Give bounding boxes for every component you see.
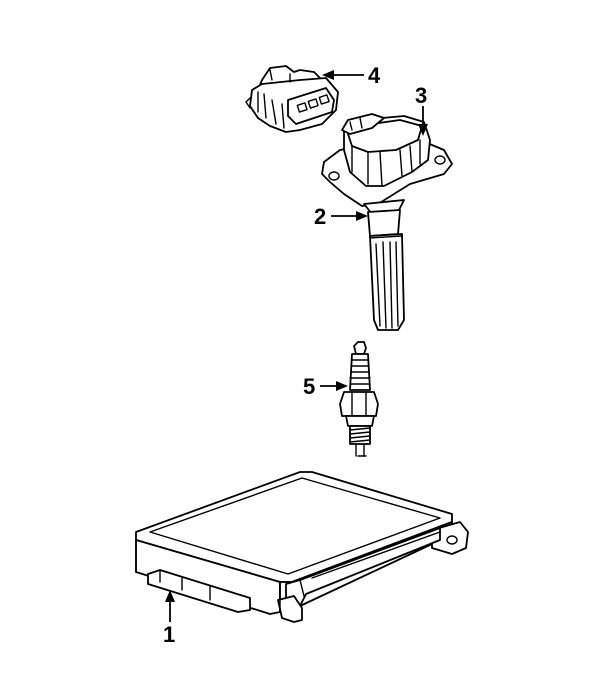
callout-1: 1 bbox=[163, 590, 175, 647]
callout-1-arrowhead bbox=[165, 590, 175, 602]
callout-1-label: 1 bbox=[163, 622, 175, 647]
callout-5-label: 5 bbox=[303, 374, 315, 399]
callout-2: 2 bbox=[314, 204, 368, 229]
part-4-connector bbox=[245, 65, 339, 133]
part-5-spark-plug bbox=[339, 341, 379, 457]
callout-4-arrowhead bbox=[322, 70, 334, 80]
part-3-ignition-coil-head bbox=[321, 113, 453, 207]
part-1-control-module bbox=[135, 471, 469, 623]
callout-4-label: 4 bbox=[368, 63, 381, 88]
callout-3-label: 3 bbox=[415, 83, 427, 108]
callout-4: 4 bbox=[322, 63, 381, 88]
callout-5: 5 bbox=[303, 374, 348, 399]
callout-5-arrowhead bbox=[336, 381, 348, 391]
callout-2-label: 2 bbox=[314, 204, 326, 229]
callout-3-arrowhead bbox=[418, 124, 428, 136]
callout-3: 3 bbox=[415, 83, 428, 136]
callout-2-arrowhead bbox=[356, 211, 368, 221]
part-2-ignition-coil-boot bbox=[363, 199, 405, 331]
